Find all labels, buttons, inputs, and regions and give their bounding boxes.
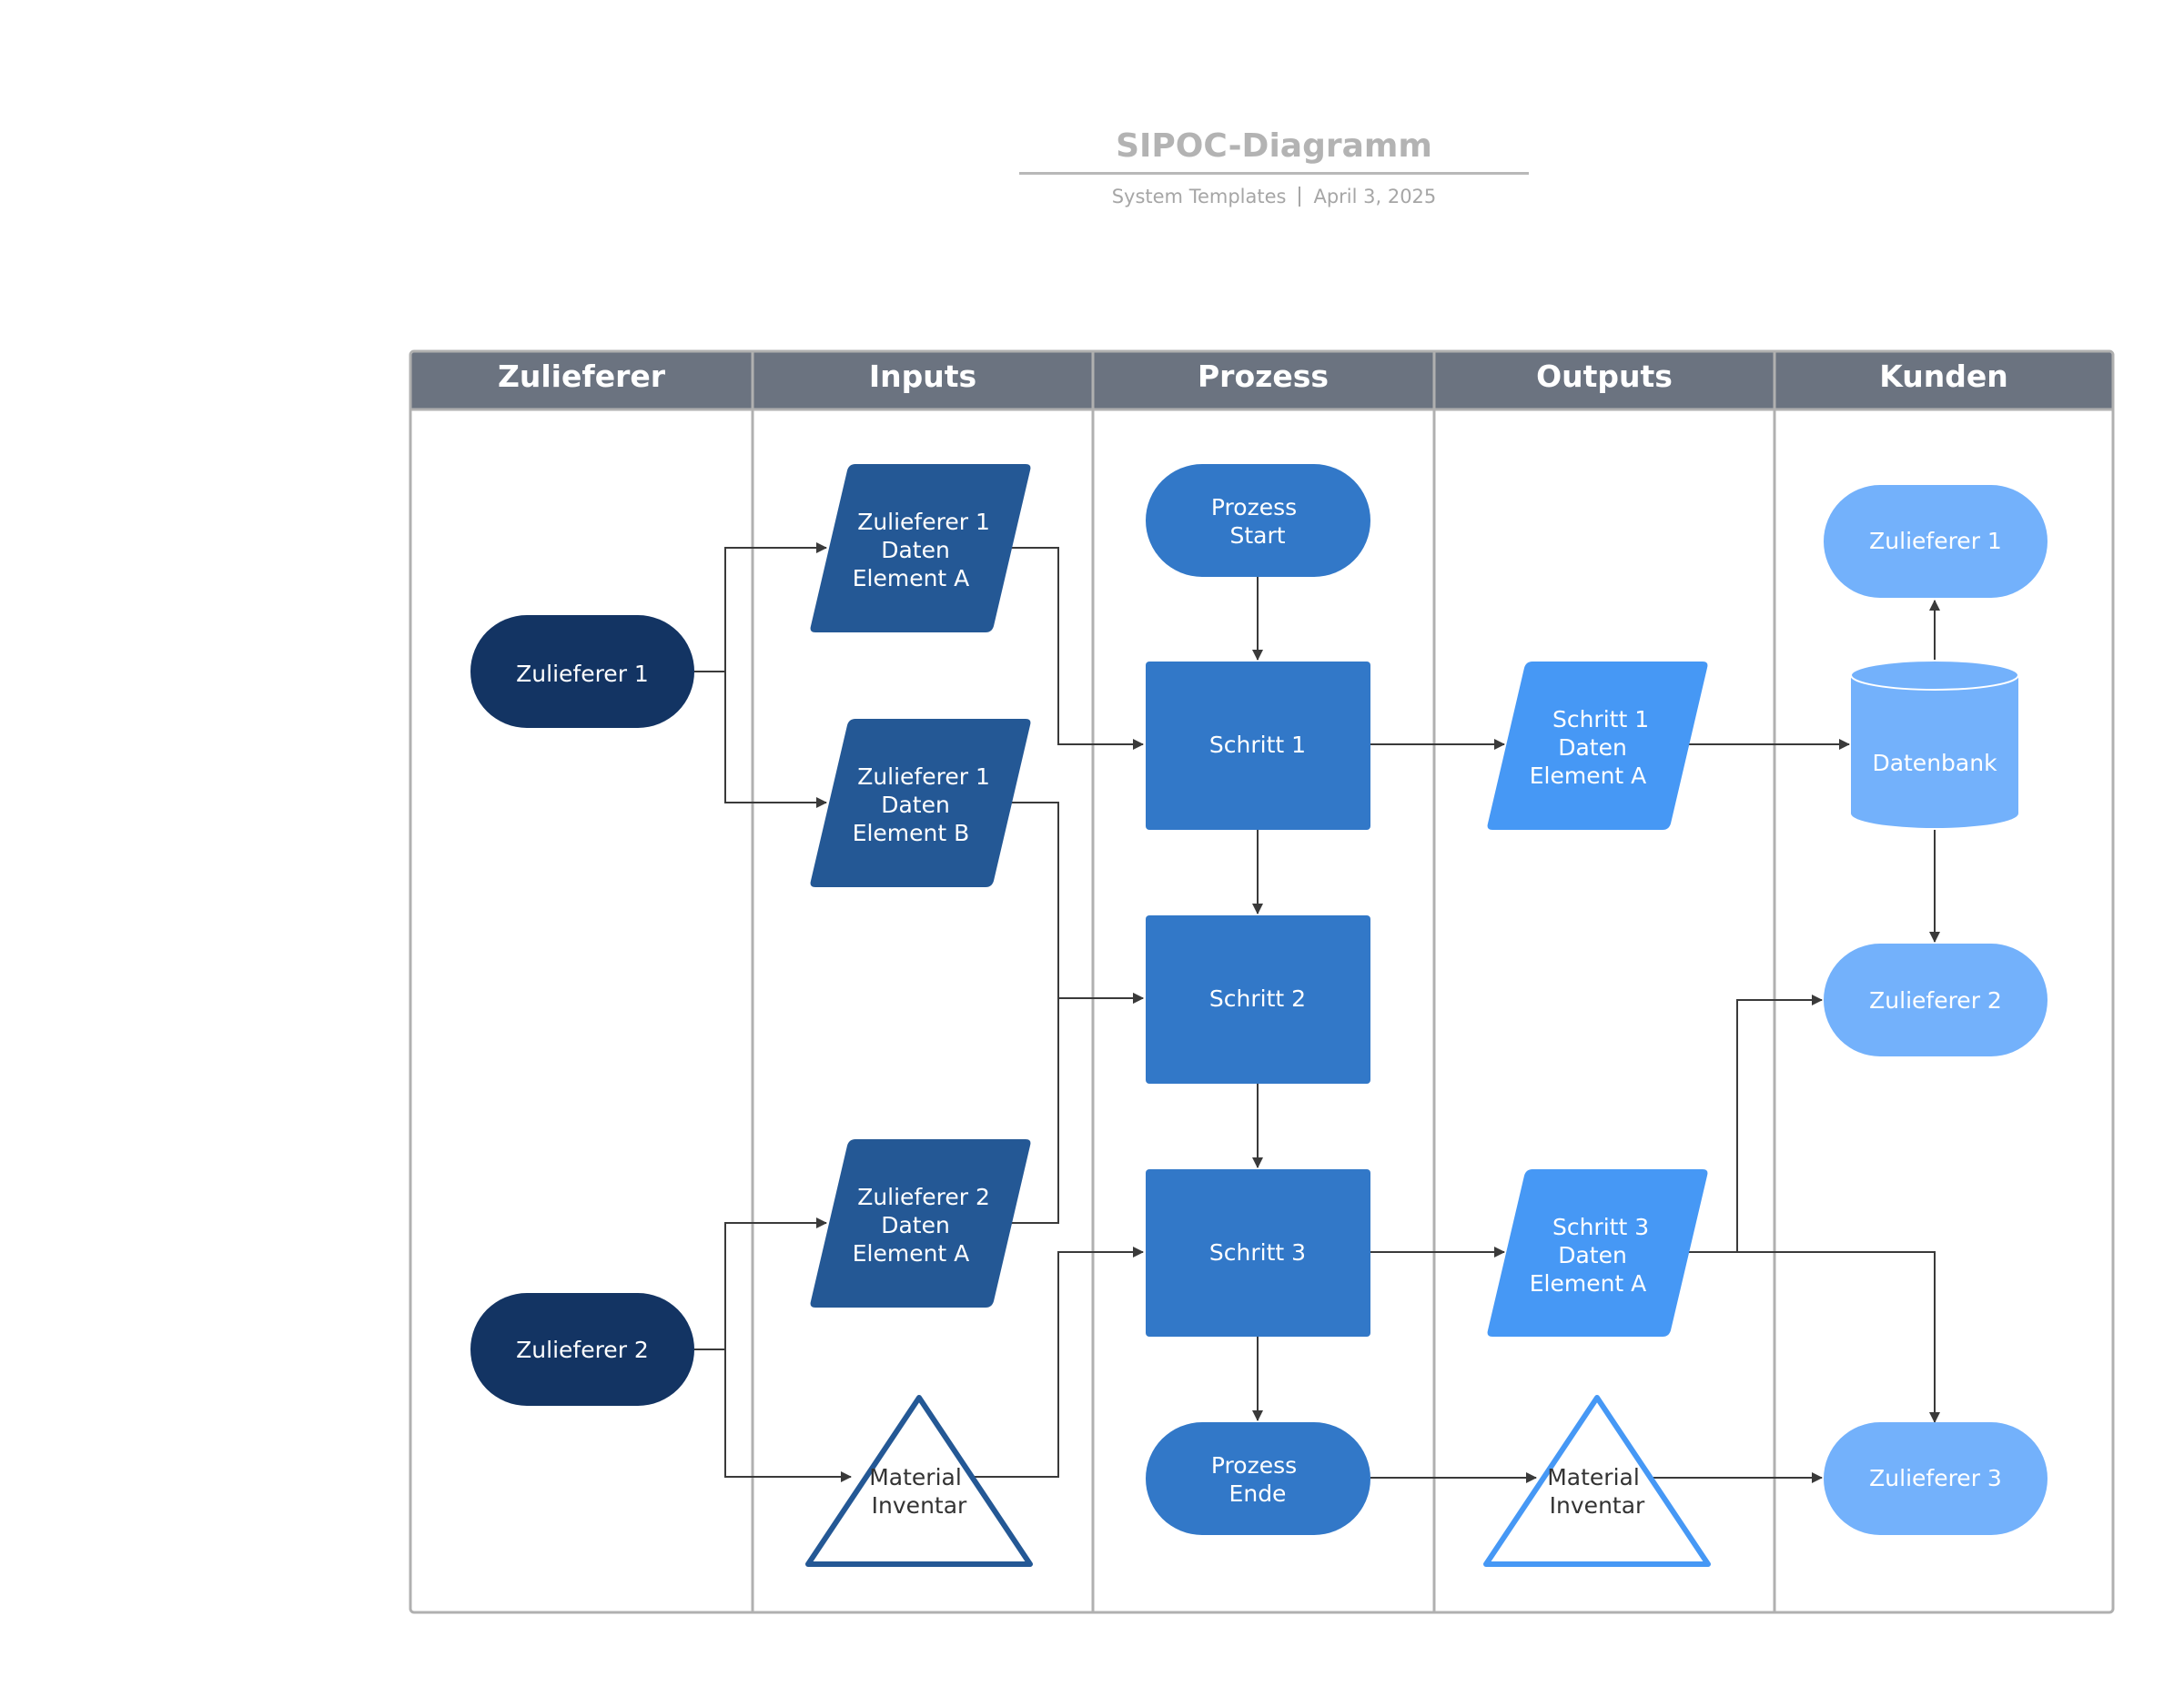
connectors [694,542,1940,1483]
table-header-bar [410,351,2113,409]
node-label: Zulieferer 1 [1869,528,2002,554]
connector [694,1349,852,1482]
node-label-line: Prozess [1211,494,1297,520]
column-header-suppliers: Zulieferer [498,359,666,394]
node-label-line: Inventar [872,1492,967,1519]
customer-node-1[interactable]: Zulieferer 1 [1824,485,2048,598]
node-label: Zulieferer 2 [516,1337,649,1363]
output-node-1[interactable]: Schritt 1 Daten Element A [1487,662,1708,830]
supplier-node-2[interactable]: Zulieferer 2 [470,1293,694,1406]
node-label-line: Schritt 3 [1552,1214,1649,1240]
process-start-node[interactable]: Prozess Start [1146,464,1370,577]
node-label-line: Zulieferer 2 [857,1184,990,1210]
connector [694,671,827,808]
connector [1011,802,1144,1004]
svg-text:Schritt 3 Daten El: Schritt 3 Daten Element A [1530,1214,1656,1297]
process-end-node[interactable]: Prozess Ende [1146,1422,1370,1535]
input-node-2[interactable]: Zulieferer 1 Daten Element B [810,719,1031,887]
connector [975,1247,1144,1478]
diagram-header: SIPOC-Diagramm System Templates April 3, … [1019,127,1529,207]
column-header-inputs: Inputs [869,359,976,394]
svg-text:Material Inventar: Material Inventar [869,1464,969,1519]
table-border [409,349,2115,1614]
column-header-process: Prozess [1198,359,1329,394]
column-header-customers: Kunden [1879,359,2007,394]
connector [1684,1251,1940,1423]
customer-node-3[interactable]: Zulieferer 3 [1824,1422,2048,1535]
node-label-line: Element B [853,820,970,846]
node-label: Schritt 3 [1209,1239,1306,1266]
node-label-line: Element A [853,565,970,591]
output-node-3[interactable]: Material Inventar [1483,1395,1711,1567]
node-label: Schritt 1 [1209,732,1306,758]
date-label: April 3, 2025 [1313,186,1437,207]
node-label: Zulieferer 2 [1869,987,2002,1014]
page-title: SIPOC-Diagramm [1019,127,1529,175]
node-label-line: Zulieferer 1 [857,509,990,535]
swimlane-table: Zulieferer Inputs Prozess Outputs Kunden [409,349,2115,1614]
output-node-2[interactable]: Schritt 3 Daten Element A [1487,1169,1708,1337]
node-label-line: Material [1547,1464,1640,1490]
svg-text:Zulieferer 1 Daten: Zulieferer 1 Daten Element A [853,509,997,591]
svg-text:Prozess Start: Prozess Start [1211,494,1304,549]
column-header-outputs: Outputs [1536,359,1673,394]
process-step-1[interactable]: Schritt 1 [1146,662,1370,830]
supplier-node-1[interactable]: Zulieferer 1 [470,615,694,728]
customer-node-2[interactable]: Zulieferer 2 [1824,944,2048,1056]
input-node-4[interactable]: Material Inventar [805,1395,1033,1567]
svg-text:Zulieferer 2 Daten: Zulieferer 2 Daten Element A [853,1184,997,1267]
process-step-2[interactable]: Schritt 2 [1146,915,1370,1084]
node-label-line: Element A [1530,763,1647,789]
node-label: Zulieferer 1 [516,661,649,687]
node-label-line: Zulieferer 1 [857,763,990,790]
node-label-line: Daten [881,1212,950,1238]
node-label: Zulieferer 3 [1869,1465,2002,1491]
node-label-line: Daten [1558,1242,1627,1268]
node-label-line: Inventar [1550,1492,1645,1519]
node-label-line: Element A [853,1240,970,1267]
svg-text:Prozess Ende: Prozess Ende [1211,1452,1304,1507]
node-label-line: Daten [1558,734,1627,761]
node-label-line: Schritt 1 [1552,706,1649,732]
process-step-3[interactable]: Schritt 3 [1146,1169,1370,1337]
node-label-line: Ende [1229,1480,1287,1507]
connector [1684,995,1823,1253]
node-label-line: Material [869,1464,962,1490]
node-label-line: Daten [881,537,950,563]
database-node[interactable]: Datenbank [1850,660,2019,828]
connector [1011,547,1144,750]
input-node-1[interactable]: Zulieferer 1 Daten Element A [810,464,1031,632]
svg-text:Zulieferer 1 Daten: Zulieferer 1 Daten Element B [853,763,997,846]
svg-text:Material Inventar: Material Inventar [1547,1464,1647,1519]
node-label-line: Start [1229,522,1285,549]
node-label-line: Element A [1530,1270,1647,1297]
input-node-3[interactable]: Zulieferer 2 Daten Element A [810,1139,1031,1308]
connector [694,542,827,672]
node-label-line: Prozess [1211,1452,1297,1479]
meta-separator [1299,187,1301,207]
svg-text:Schritt 1 Daten El: Schritt 1 Daten Element A [1530,706,1656,789]
connector [694,1217,827,1350]
author-label: System Templates [1111,186,1287,207]
node-label: Schritt 2 [1209,985,1306,1012]
node-label: Datenbank [1872,750,1997,776]
document-meta: System Templates April 3, 2025 [1019,186,1529,207]
node-label-line: Daten [881,792,950,818]
connector [1011,993,1144,1224]
